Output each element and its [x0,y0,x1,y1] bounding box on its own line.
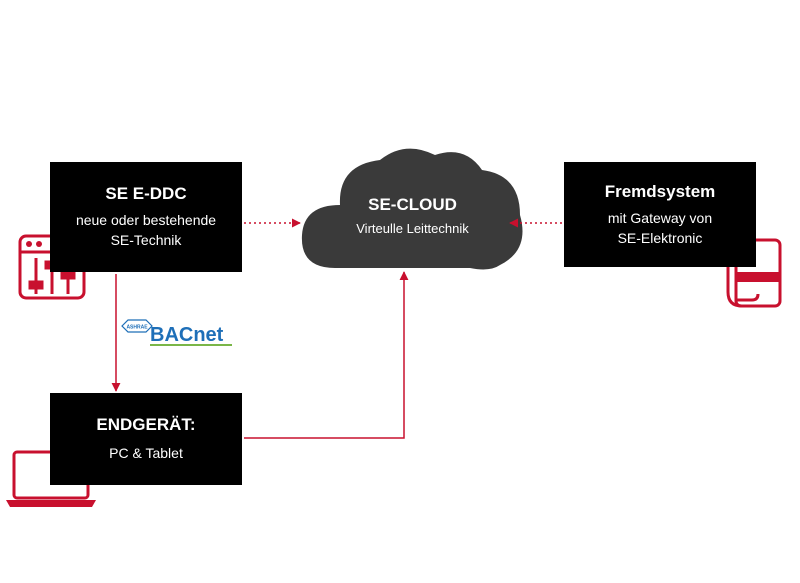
bacnet-logo: ASHRAE BACnet [121,319,232,346]
node-line: mit Gateway von [607,209,713,226]
cloud-shape [301,148,523,270]
ashrae-text: ASHRAE [126,325,148,331]
connector-end-cloud [244,271,409,439]
node-line: SE-Elektronic [617,229,703,246]
node-line: neue oder bestehende [75,212,217,228]
node-line: SE-Technik [110,232,182,248]
node-title: Fremdsystem [604,181,716,201]
node-se-e-ddc: SE E-DDC neue oder bestehende SE-Technik [50,162,242,272]
node-se-cloud: SE-CLOUD Virteulle Leittechnik [300,195,525,236]
node-title: ENDGERÄT: [96,415,196,434]
cloud-subtitle: Virteulle Leittechnik [356,221,469,236]
cloud-title: SE-CLOUD [368,195,457,214]
node-fremdsystem: Fremdsystem mit Gateway von SE-Elektroni… [564,162,756,267]
bacnet-text: BACnet [150,324,224,346]
node-endgeraet: ENDGERÄT: PC & Tablet [50,393,242,485]
node-title: SE E-DDC [105,184,187,203]
node-subtitle: PC & Tablet [109,445,183,461]
